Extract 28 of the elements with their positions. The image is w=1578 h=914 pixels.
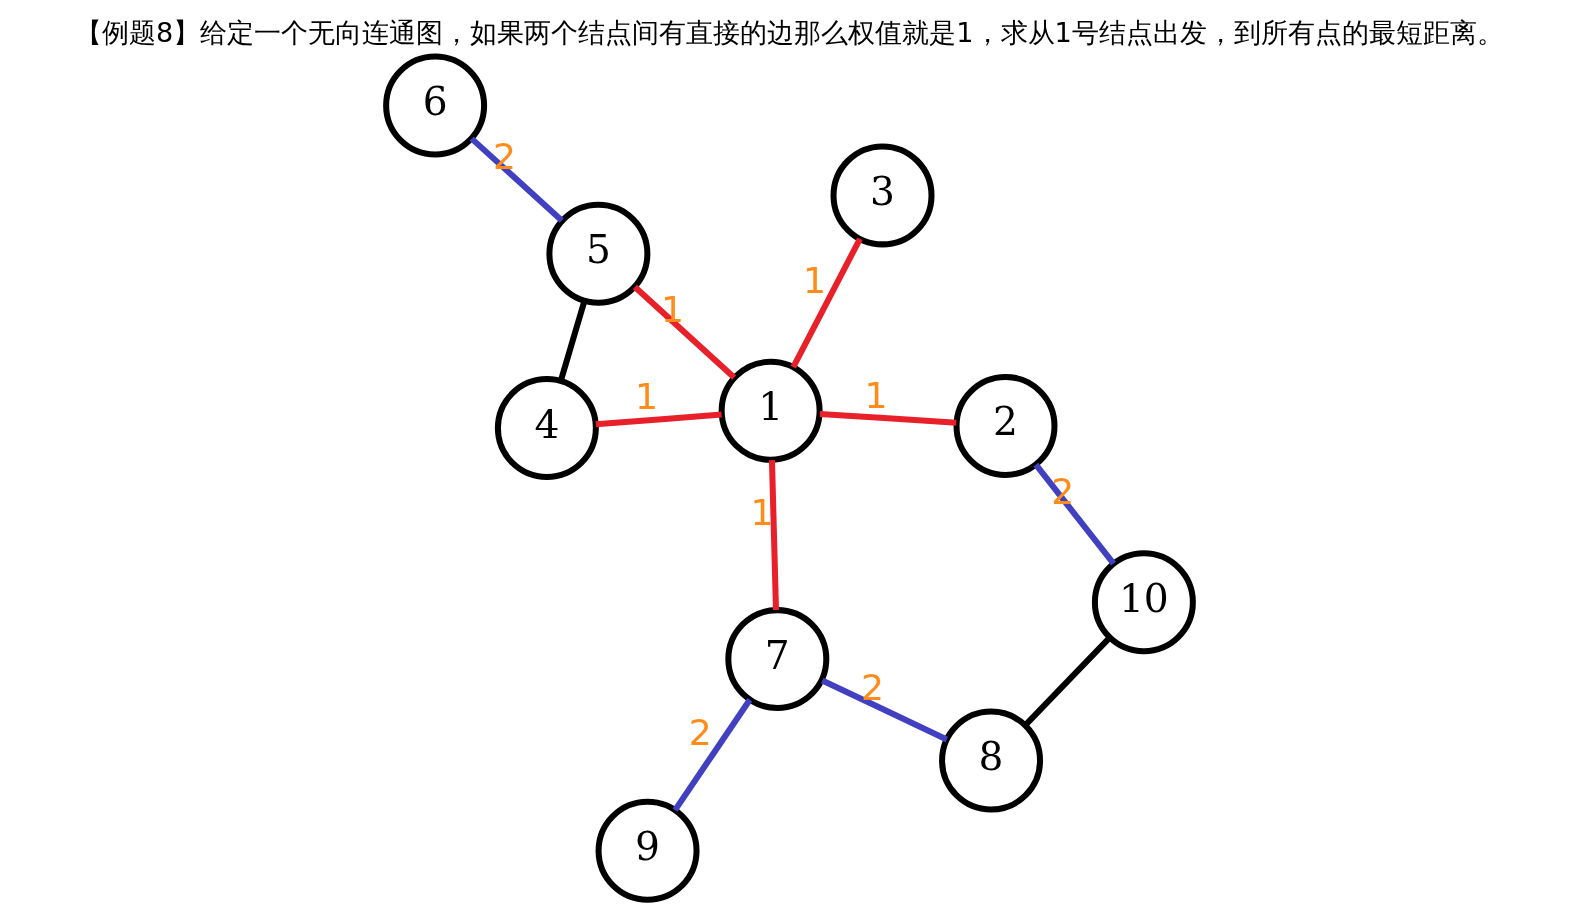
connector: [819, 410, 956, 426]
connector: [469, 136, 564, 223]
node-circle: 2: [953, 373, 1057, 478]
connector: [1033, 462, 1116, 566]
connector: [632, 284, 736, 380]
connector: [790, 237, 863, 369]
node-circle: 10: [1091, 550, 1196, 655]
connector: [557, 300, 587, 382]
connector: [820, 677, 948, 743]
node-circle: 1: [718, 358, 823, 463]
edge-label: 2: [688, 710, 712, 754]
node-circle: 3: [830, 143, 935, 248]
node-circle: 9: [595, 798, 700, 903]
node-circle: 8: [938, 708, 1043, 813]
diagram-title: 【例题8】给定一个无向连通图，如果两个结点间有直接的边那么权值就是1，求从1号结点出发，到所有点的最短距离。: [74, 17, 1504, 48]
connector: [768, 460, 779, 611]
edge-label: 1: [802, 258, 826, 302]
node-circle: 5: [545, 201, 650, 306]
edge-label: 1: [749, 490, 773, 534]
edge-label: 1: [863, 374, 887, 418]
node-circle: 7: [724, 607, 829, 712]
edge-label: 1: [634, 375, 658, 419]
node-circle: 4: [494, 376, 599, 481]
connector: [672, 698, 752, 812]
connector: [1022, 635, 1112, 728]
edge-label: 2: [860, 665, 884, 709]
connector: [595, 411, 722, 428]
node-circle: 6: [382, 53, 487, 158]
